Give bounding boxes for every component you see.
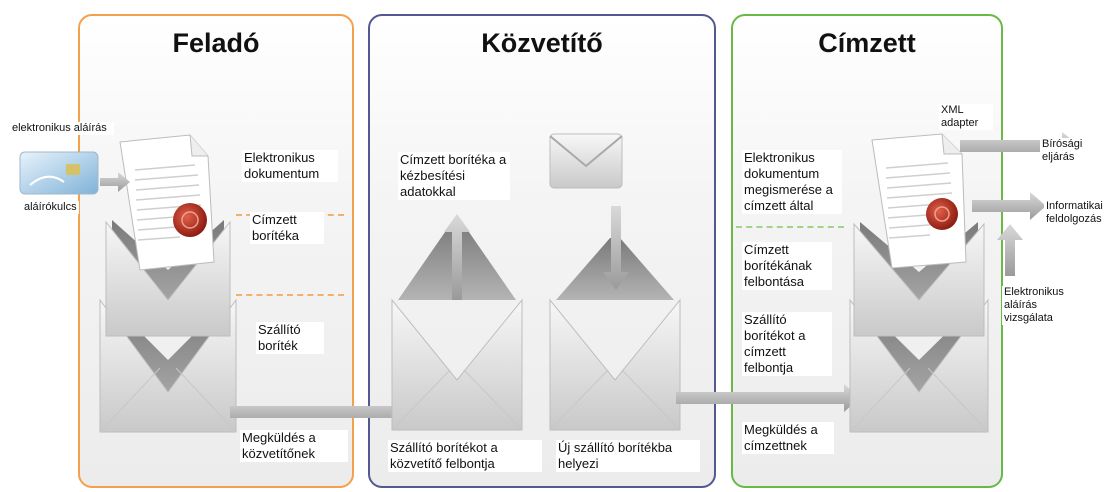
label-court-procedure: Bírósági eljárás <box>1040 138 1100 164</box>
label-recipient-envelope: Címzett borítéka <box>250 212 324 244</box>
court-arrow <box>960 132 1080 160</box>
card-arrow <box>100 172 130 192</box>
label-send-to-recipient: Megküldés a címzettnek <box>742 422 834 454</box>
label-esign: elektronikus aláírás <box>10 122 114 135</box>
label-recipient-envelope-delivery-data: Címzett borítéka a kézbesítési adatokkal <box>398 152 510 200</box>
label-document-read: Elektronikus dokumentum megismerése a cí… <box>742 150 842 214</box>
letter-out-arrow <box>444 214 470 300</box>
label-send-to-intermediary: Megküldés a közvetítőnek <box>240 430 348 462</box>
label-electronic-document: Elektronikus dokumentum <box>242 150 338 182</box>
label-carrier-envelope: Szállító boríték <box>256 322 324 354</box>
send-to-recipient-arrow <box>676 384 860 412</box>
label-carrier-opened-by-recipient: Szállító borítékot a címzett felbontja <box>742 312 832 376</box>
recipient-wax-seal-icon <box>926 198 958 230</box>
label-xml-adapter: XML adapter <box>939 104 993 130</box>
label-intermediary-opens: Szállító borítékot a közvetítő felbontja <box>388 440 542 472</box>
letter-in-arrow <box>603 206 629 290</box>
signature-card-icon <box>19 151 99 195</box>
label-esign-verification: Elektronikus aláírás vizsgálata <box>1002 286 1076 325</box>
column-title-intermediary: Közvetítő <box>481 28 603 58</box>
recipient-divider <box>736 226 844 228</box>
closed-envelope-icon <box>549 133 623 189</box>
column-title-recipient: Címzett <box>818 28 916 58</box>
label-it-processing: Informatikai feldolgozás <box>1044 200 1104 226</box>
sender-wax-seal-icon <box>173 203 207 237</box>
recipient-document-icon <box>871 133 967 269</box>
verify-arrow <box>997 224 1023 276</box>
it-arrow <box>972 192 1046 220</box>
label-signing-key: aláírókulcs <box>22 201 79 214</box>
column-title-sender: Feladó <box>172 28 260 58</box>
sender-divider-2 <box>236 294 344 296</box>
send-to-intermediary-arrow <box>230 398 424 426</box>
label-open-recipient-envelope: Címzett borítékának felbontása <box>742 242 832 290</box>
label-new-envelope: Új szállító borítékba helyezi <box>556 440 700 472</box>
